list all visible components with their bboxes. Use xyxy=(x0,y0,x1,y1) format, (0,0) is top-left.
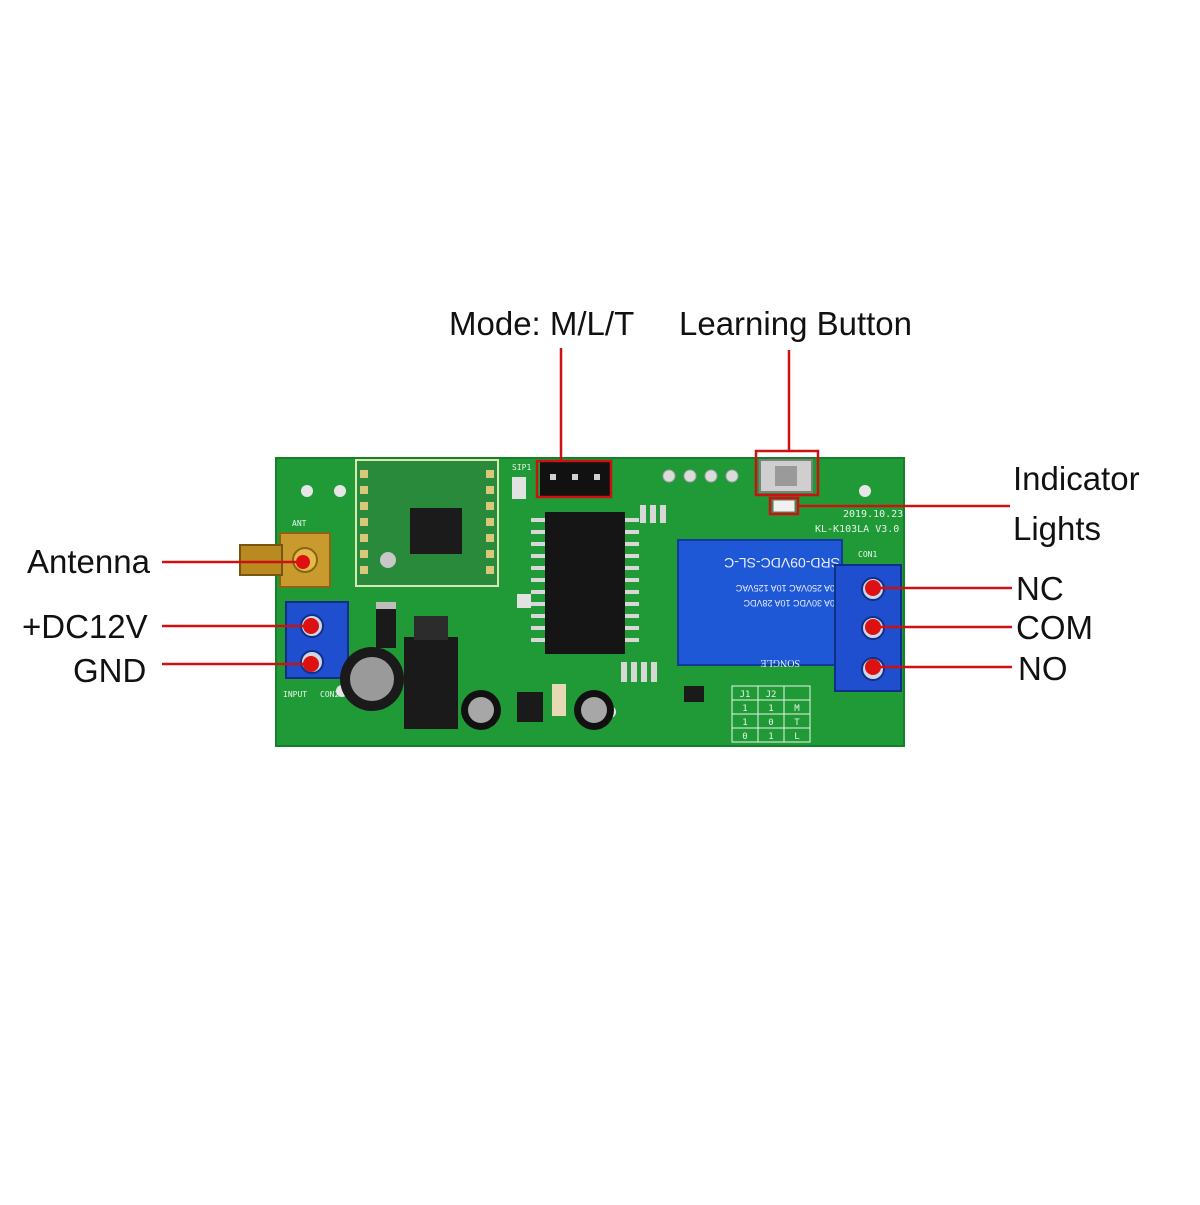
mounting-hole xyxy=(859,485,871,497)
mode-table-cell: J1 xyxy=(740,690,751,700)
learning-button-body xyxy=(759,459,813,493)
mode-table-cell: T xyxy=(794,718,800,728)
smd-component xyxy=(517,594,531,608)
smd-component xyxy=(512,477,526,499)
no-label: NO xyxy=(1018,650,1068,687)
dc12v-label: +DC12V xyxy=(22,608,148,645)
con2-silk: CON2 xyxy=(320,690,339,699)
gnd-dot xyxy=(303,656,319,672)
dc12v-dot xyxy=(303,618,319,634)
nc-dot xyxy=(865,580,881,596)
mode-table-cell: M xyxy=(794,704,800,714)
antenna-dot xyxy=(296,555,310,569)
learning-button-label: Learning Button xyxy=(679,305,913,342)
voltage-regulator xyxy=(404,637,458,729)
main-ic-pins xyxy=(531,518,639,642)
learning-callout-box xyxy=(754,449,820,497)
no-dot xyxy=(865,659,881,675)
rf-module-pads xyxy=(360,470,494,574)
relay-model: SRD-09VDC-SL-C xyxy=(724,555,840,571)
mode-table-grid xyxy=(731,685,811,743)
smd-component xyxy=(684,686,704,702)
relay-rating-1: 10A 250VAC 10A 125VAC xyxy=(735,583,840,593)
indicator-led xyxy=(772,499,796,513)
relay-rating-2: 10A 30VDC 10A 28VDC xyxy=(743,598,840,608)
board-model: KL-K103LA V3.0 xyxy=(815,524,899,535)
header-pads xyxy=(662,469,739,483)
voltage-regulator-tab xyxy=(414,616,448,640)
nc-label: NC xyxy=(1016,570,1064,607)
jumper-silk: SIP1 xyxy=(512,463,531,472)
relay-brand: SONGLE xyxy=(761,657,800,668)
indicator-lights-label-2: Lights xyxy=(1013,510,1102,547)
con1-silk: CON1 xyxy=(858,550,877,559)
indicator-lights-label-1: Indicator xyxy=(1013,460,1140,497)
smd-component xyxy=(517,692,543,722)
gnd-label: GND xyxy=(73,652,147,689)
antenna-label: Antenna xyxy=(27,543,150,580)
mode-callout-box xyxy=(535,459,613,499)
smd-component xyxy=(552,684,566,716)
diode-band xyxy=(376,602,396,609)
rf-chip xyxy=(410,508,462,554)
mode-table-cell: J2 xyxy=(766,690,777,700)
relay xyxy=(677,539,843,666)
callout-lines xyxy=(162,348,1012,669)
antenna-stub xyxy=(239,544,283,576)
rf-crystal xyxy=(380,552,396,568)
mode-table-cell: 1 xyxy=(768,732,773,742)
mode-table-cell: 1 xyxy=(742,718,747,728)
main-ic xyxy=(545,512,625,654)
learning-button-cap xyxy=(775,466,797,486)
input-silk: INPUT xyxy=(283,690,307,699)
capacitor-c8-top xyxy=(581,697,607,723)
resistor-array xyxy=(621,505,666,682)
antenna-connector xyxy=(279,532,331,588)
mode-label: Mode: M/L/T xyxy=(449,305,635,342)
callout-dots xyxy=(296,555,881,675)
mode-table-cell: L xyxy=(794,732,799,742)
board-date: 2019.10.23 xyxy=(843,509,903,520)
capacitor-c6-top xyxy=(468,697,494,723)
jumper-pins xyxy=(550,474,600,480)
com-dot xyxy=(865,619,881,635)
indicator-callout-box xyxy=(768,496,800,516)
com-label: COM xyxy=(1016,609,1093,646)
mounting-hole xyxy=(334,485,346,497)
mode-table-cell: 1 xyxy=(742,704,747,714)
diode xyxy=(376,602,396,648)
mode-table-cell: 0 xyxy=(768,718,773,728)
mode-table-cell: 1 xyxy=(768,704,773,714)
mode-table-cell: 0 xyxy=(742,732,747,742)
ant-silk: ANT xyxy=(292,519,307,528)
mounting-hole xyxy=(301,485,313,497)
capacitor-c4-top xyxy=(350,657,394,701)
